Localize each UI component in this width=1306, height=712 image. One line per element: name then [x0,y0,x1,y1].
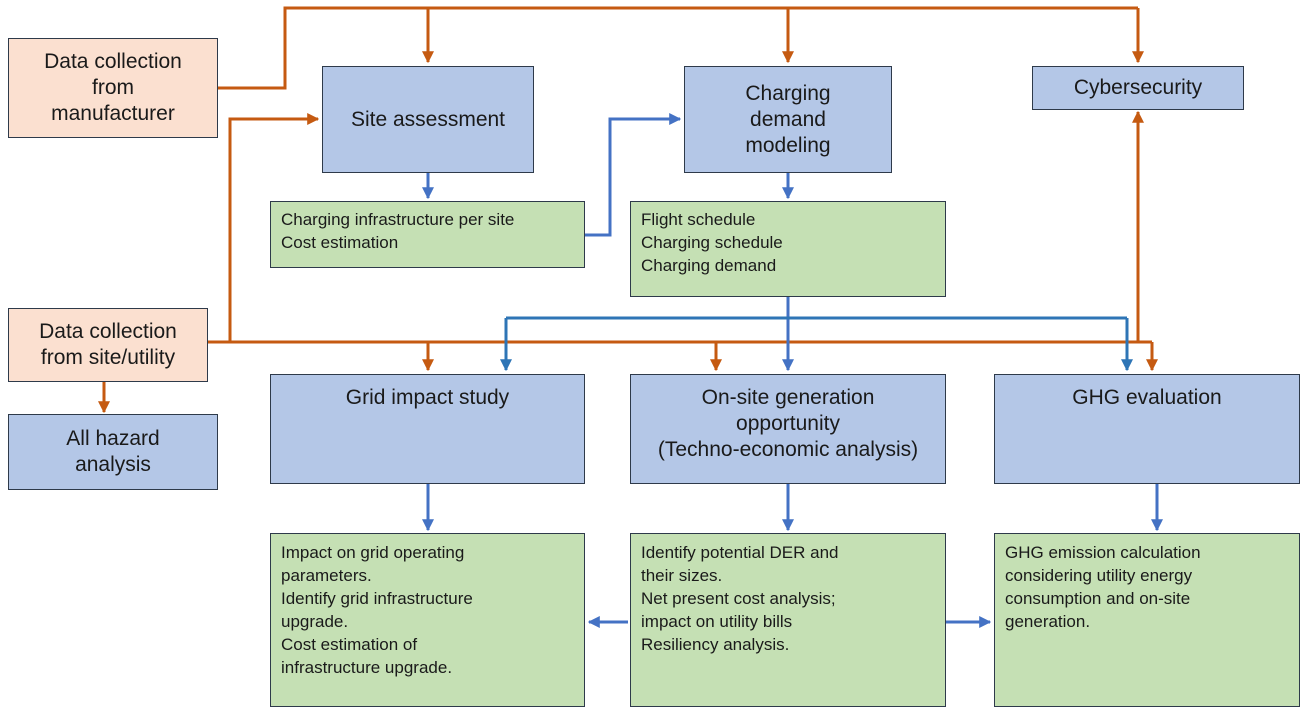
text: Impact on grid operating [281,543,465,562]
text: Cost estimation of [281,635,418,654]
text: opportunity [736,412,840,435]
box-onsite-generation: On-site generation opportunity (Techno-e… [630,374,946,484]
text: from site/utility [40,346,176,369]
box-infra-cost: Charging infrastructure per site Cost es… [270,201,585,268]
text: demand [750,107,826,131]
box-schedule: Flight schedule Charging schedule Chargi… [630,201,946,297]
text: Identify grid infrastructure [281,589,473,608]
text: Charging demand [641,256,777,275]
text: considering utility energy [1005,566,1193,585]
box-data-site-utility: Data collection from site/utility [8,308,208,382]
text: Cost estimation [281,233,399,252]
text: consumption and on-site [1005,589,1191,608]
text: analysis [75,453,151,476]
arrow-infra-cost-to-charging-modeling [585,113,682,237]
text: Data collection [44,50,182,73]
text: Site assessment [350,107,506,131]
box-der-results: Identify potential DER and their sizes. … [630,533,946,707]
text: from [92,76,134,99]
text: impact on utility bills [641,612,793,631]
box-charging-demand-modeling: Charging demand modeling [684,66,892,173]
box-cybersecurity: Cybersecurity [1032,66,1244,110]
box-all-hazard: All hazard analysis [8,414,218,490]
box-ghg-results: GHG emission calculation considering uti… [994,533,1300,707]
text: Net present cost analysis; [641,589,836,608]
text: On-site generation [701,386,875,409]
text: Charging schedule [641,233,783,252]
text: their sizes. [641,566,723,585]
text: Charging infrastructure per site [281,210,515,229]
text: manufacturer [51,102,175,125]
text: generation. [1005,612,1091,631]
text: Grid impact study [345,386,510,409]
box-site-assessment: Site assessment [322,66,534,173]
box-data-manufacturer: Data collection from manufacturer [8,38,218,138]
box-grid-results: Impact on grid operating parameters. Ide… [270,533,585,707]
text: (Techno-economic analysis) [657,438,919,461]
text: GHG evaluation [1072,386,1222,409]
wire-manufacturer-bus [218,6,1138,90]
text: GHG emission calculation [1005,543,1201,562]
text: upgrade. [281,612,349,631]
box-grid-impact-study: Grid impact study [270,374,585,484]
text: Flight schedule [641,210,756,229]
text: Identify potential DER and [641,543,839,562]
text: infrastructure upgrade. [281,658,453,677]
text: Resiliency analysis. [641,635,790,654]
text: modeling [745,133,831,157]
text: parameters. [281,566,372,585]
text: Charging [745,81,831,105]
text: Data collection [39,320,177,343]
text: All hazard [66,427,160,450]
text: Cybersecurity [1073,76,1203,99]
box-ghg-evaluation: GHG evaluation [994,374,1300,484]
arrow-site-utility-to-site-assessment [228,113,320,342]
